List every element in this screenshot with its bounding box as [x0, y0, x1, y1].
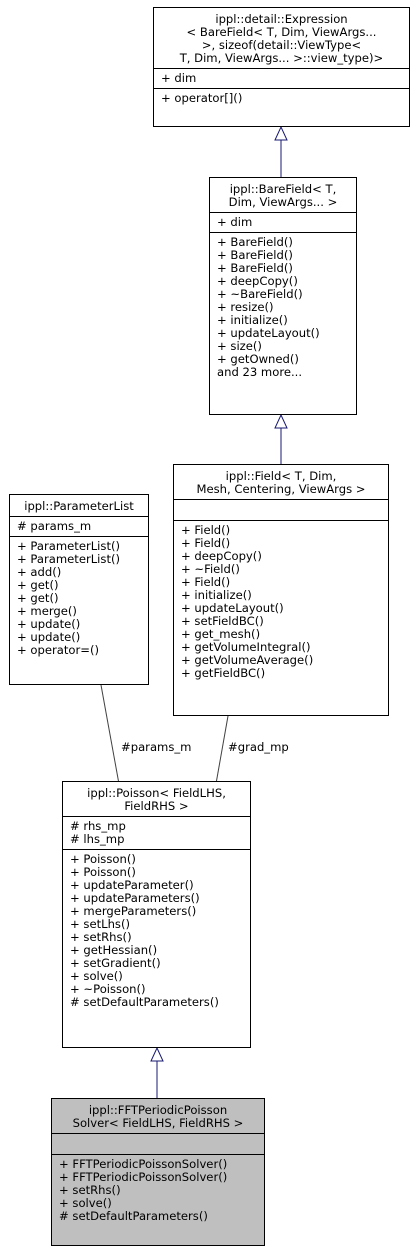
method-item: + deepCopy() [181, 549, 262, 563]
method-item: + initialize() [181, 588, 252, 602]
method-item: + getVolumeIntegral() [181, 640, 311, 654]
inheritance-arrowhead [150, 1046, 164, 1062]
method-item: + get() [17, 591, 59, 605]
method-item: + ~BareField() [217, 287, 303, 301]
method-item: + setRhs() [59, 1183, 121, 1197]
method-item: + ParameterList() [17, 552, 121, 566]
methods-section: + BareField() + BareField() + BareField(… [210, 232, 356, 382]
attribute-item: # lhs_mp [70, 832, 125, 846]
method-item: + Poisson() [70, 865, 136, 879]
method-item: + getHessian() [70, 943, 158, 957]
method-item: + setGradient() [70, 956, 161, 970]
method-item: + solve() [59, 1196, 112, 1210]
method-item: + getFieldBC() [181, 666, 266, 680]
method-item: # setDefaultParameters() [70, 995, 219, 1009]
method-item: + operator=() [17, 643, 100, 657]
method-item: # setDefaultParameters() [59, 1209, 208, 1223]
method-item: + Field() [181, 523, 231, 537]
method-item: + updateLayout() [217, 326, 320, 340]
class-box-expression[interactable]: ippl::detail::Expression < BareField< T,… [153, 7, 410, 127]
method-item: + ~Field() [181, 562, 240, 576]
methods-section: + Field() + Field() + deepCopy() + ~Fiel… [174, 520, 388, 683]
class-title-line: Dim, ViewArgs... > [228, 195, 338, 209]
method-item: + getVolumeAverage() [181, 653, 314, 667]
class-box-parameterlist[interactable]: ippl::ParameterList # params_m + Paramet… [9, 494, 149, 685]
class-title-line: T, Dim, ViewArgs... >::view_type)> [179, 51, 384, 65]
class-title-line: Solver< FieldLHS, FieldRHS > [72, 1116, 244, 1130]
class-title-line: ippl::Poisson< FieldLHS, [87, 786, 226, 800]
attribute-item: + dim [217, 215, 253, 229]
method-item: + merge() [17, 604, 77, 618]
attributes-section: + dim [154, 68, 409, 88]
attributes-section [174, 499, 388, 520]
method-item: + get() [17, 578, 59, 592]
method-item: + BareField() [217, 261, 293, 275]
class-title-line: ippl::BareField< T, [229, 182, 337, 196]
method-item: + FFTPeriodicPoissonSolver() [59, 1157, 228, 1171]
method-item: + Field() [181, 575, 231, 589]
class-title: ippl::BareField< T, Dim, ViewArgs... > [210, 178, 356, 212]
methods-section: + ParameterList() + ParameterList() + ad… [10, 536, 148, 660]
method-item: + setLhs() [70, 917, 131, 931]
class-title: ippl::FFTPeriodicPoisson Solver< FieldLH… [52, 1099, 264, 1133]
params-m-label: #params_m [121, 740, 192, 754]
attribute-item: # params_m [17, 519, 92, 533]
class-box-barefield[interactable]: ippl::BareField< T, Dim, ViewArgs... > +… [209, 177, 357, 415]
class-title: ippl::ParameterList [10, 495, 148, 516]
class-title-line: Mesh, Centering, ViewArgs > [196, 482, 366, 496]
attribute-item: # rhs_mp [70, 819, 126, 833]
method-item: + BareField() [217, 235, 293, 249]
method-item: + BareField() [217, 248, 293, 262]
methods-section: + FFTPeriodicPoissonSolver() + FFTPeriod… [52, 1154, 264, 1226]
class-title: ippl::Poisson< FieldLHS, FieldRHS > [63, 782, 250, 816]
class-title-line: ippl::ParameterList [24, 499, 134, 513]
method-item: + resize() [217, 300, 274, 314]
method-item: + operator[]() [161, 91, 243, 105]
inheritance-arrowhead [274, 125, 288, 141]
class-title-line: >, sizeof(detail::ViewType< [201, 38, 362, 52]
method-item: + mergeParameters() [70, 904, 197, 918]
more-methods-link: and 23 more... [217, 365, 303, 379]
method-item: + size() [217, 339, 262, 353]
attributes-section: + dim [210, 212, 356, 232]
class-title-line: ippl::FFTPeriodicPoisson [88, 1103, 228, 1117]
methods-section: + operator[]() [154, 88, 409, 108]
method-item: + ~Poisson() [70, 982, 146, 996]
attributes-section: # params_m [10, 516, 148, 536]
class-title-line: ippl::detail::Expression [215, 12, 348, 26]
method-item: + ParameterList() [17, 539, 121, 553]
method-item: + updateParameter() [70, 878, 194, 892]
class-box-field[interactable]: ippl::Field< T, Dim, Mesh, Centering, Vi… [173, 464, 389, 716]
class-box-poisson[interactable]: ippl::Poisson< FieldLHS, FieldRHS > # rh… [62, 781, 251, 1048]
method-item: + get_mesh() [181, 627, 261, 641]
class-title-line: < BareField< T, Dim, ViewArgs... [186, 25, 377, 39]
method-item: + FFTPeriodicPoissonSolver() [59, 1170, 228, 1184]
method-item: + updateParameters() [70, 891, 200, 905]
method-item: + update() [17, 617, 81, 631]
inheritance-arrowhead [274, 413, 288, 429]
method-item: + getOwned() [217, 352, 299, 366]
method-item: + updateLayout() [181, 601, 284, 615]
class-title-line: ippl::Field< T, Dim, [225, 469, 337, 483]
attributes-section: # rhs_mp # lhs_mp [63, 816, 250, 849]
class-title: ippl::detail::Expression < BareField< T,… [154, 8, 409, 68]
method-item: + initialize() [217, 313, 288, 327]
class-box-fft-periodic-poisson-solver[interactable]: ippl::FFTPeriodicPoisson Solver< FieldLH… [51, 1098, 265, 1246]
method-item: + Poisson() [70, 852, 136, 866]
method-item: + solve() [70, 969, 123, 983]
grad-mp-label: #grad_mp [228, 740, 289, 754]
class-title: ippl::Field< T, Dim, Mesh, Centering, Vi… [174, 465, 388, 499]
attribute-item: + dim [161, 71, 197, 85]
class-title-line: FieldRHS > [124, 799, 189, 813]
method-item: + add() [17, 565, 62, 579]
methods-section: + Poisson() + Poisson() + updateParamete… [63, 849, 250, 1012]
method-item: + deepCopy() [217, 274, 298, 288]
aggregation-params-line [100, 684, 122, 796]
method-item: + setRhs() [70, 930, 132, 944]
method-item: + update() [17, 630, 81, 644]
method-item: + Field() [181, 536, 231, 550]
attributes-section [52, 1133, 264, 1154]
method-item: + setFieldBC() [181, 614, 264, 628]
